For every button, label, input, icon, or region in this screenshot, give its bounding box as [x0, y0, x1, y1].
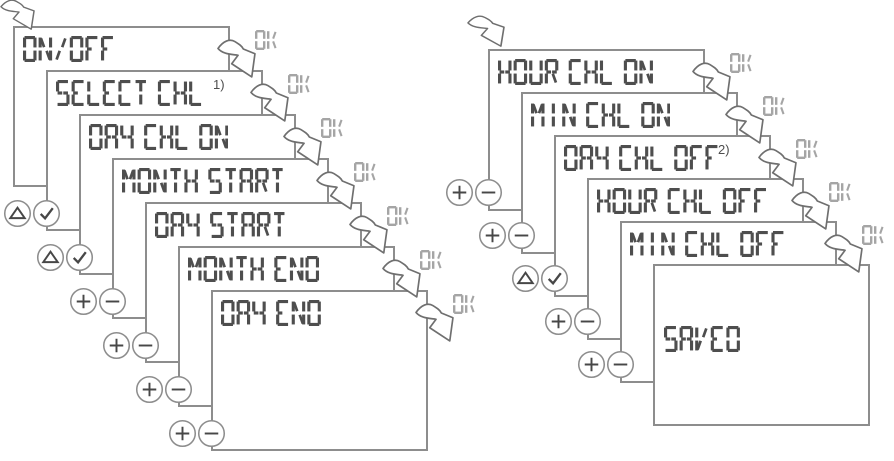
footnote-marker: 1) [213, 77, 225, 92]
button-pair [36, 243, 94, 272]
check-button-icon [65, 243, 94, 272]
ok-label [288, 74, 310, 94]
plus-button-icon [102, 331, 131, 360]
minus-button-icon [131, 331, 160, 360]
ok-label [387, 206, 409, 226]
ok-arrow [250, 83, 289, 122]
button-pair [577, 350, 635, 379]
ok-arrow [791, 191, 830, 230]
ok-label [321, 118, 343, 138]
minus-button-icon [606, 350, 635, 379]
button-pair [102, 331, 160, 360]
triangle-button-icon [3, 199, 32, 228]
ok-label [354, 162, 376, 182]
ok-label [763, 96, 785, 116]
ok-label [453, 294, 475, 314]
ok-label [420, 250, 442, 270]
minus-button-icon [474, 178, 503, 207]
ok-arrow [316, 171, 355, 210]
plus-button-icon [478, 221, 507, 250]
screen-label [122, 168, 284, 194]
entry-arrow [0, 0, 35, 30]
ok-label [730, 53, 752, 73]
plus-button-icon [69, 287, 98, 316]
ok-arrow [349, 215, 388, 254]
screen-label [23, 36, 115, 62]
ok-label [829, 182, 851, 202]
ok-arrow [415, 303, 454, 342]
ok-arrow [725, 105, 764, 144]
button-pair [445, 178, 503, 207]
check-button-icon [540, 264, 569, 293]
plus-button-icon [445, 178, 474, 207]
button-pair [3, 199, 61, 228]
screen-label [56, 80, 203, 106]
button-pair [544, 307, 602, 336]
ok-label [862, 225, 884, 245]
button-pair [135, 375, 193, 404]
ok-label [796, 139, 818, 159]
check-button-icon [32, 199, 61, 228]
screen-label [89, 124, 229, 150]
ok-arrow [283, 127, 322, 166]
screen-label [531, 102, 671, 128]
entry-arrow [467, 15, 505, 47]
minus-button-icon [507, 221, 536, 250]
button-pair [511, 264, 569, 293]
minus-button-icon [573, 307, 602, 336]
ok-arrow [692, 62, 731, 101]
screen-label [498, 59, 653, 85]
ok-arrow [758, 148, 797, 187]
screen-saved [653, 264, 870, 426]
screen-label [155, 212, 286, 238]
screen-label [221, 300, 321, 326]
ok-arrow [824, 234, 863, 273]
plus-button-icon [135, 375, 164, 404]
plus-button-icon [544, 307, 573, 336]
ok-label [255, 30, 277, 50]
button-pair [478, 221, 536, 250]
ok-arrow [382, 259, 421, 298]
screen-day-end [211, 290, 428, 451]
minus-button-icon [197, 419, 226, 448]
button-pair [168, 419, 226, 448]
screen-label [664, 326, 740, 352]
screen-label [597, 188, 768, 214]
screen-label [564, 145, 719, 171]
screen-label [188, 256, 320, 282]
screen-label [630, 231, 785, 257]
minus-button-icon [164, 375, 193, 404]
button-pair [69, 287, 127, 316]
minus-button-icon [98, 287, 127, 316]
triangle-button-icon [511, 264, 540, 293]
plus-button-icon [577, 350, 606, 379]
ok-arrow [217, 39, 256, 78]
footnote-marker: 2) [718, 142, 730, 157]
triangle-button-icon [36, 243, 65, 272]
plus-button-icon [168, 419, 197, 448]
